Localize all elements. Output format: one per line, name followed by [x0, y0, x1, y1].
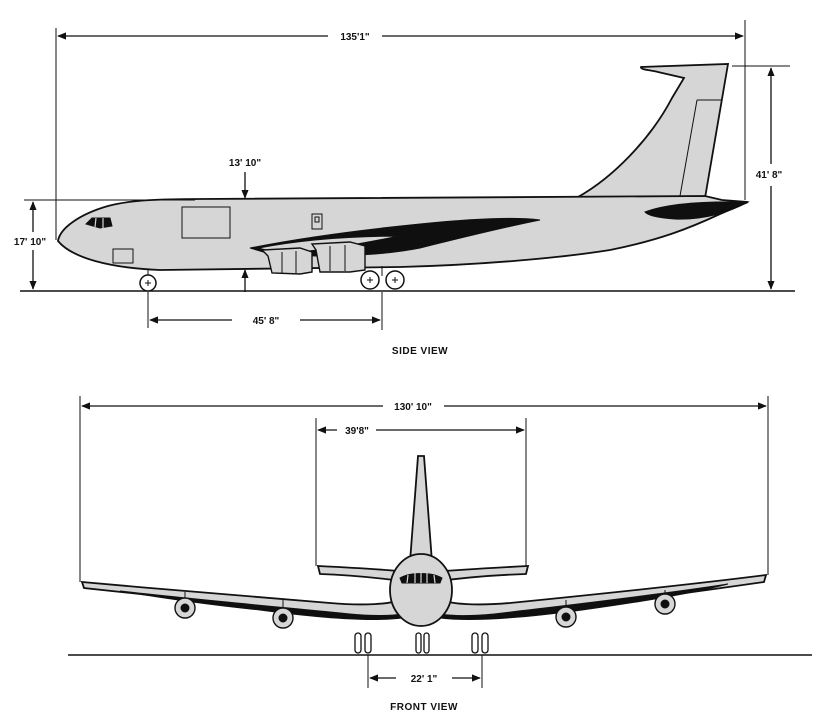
front-landing-gear	[354, 632, 489, 654]
cockpit-windows	[85, 217, 113, 229]
forward-door	[112, 248, 134, 264]
front-wing-left	[80, 580, 403, 620]
engine-outer-left	[174, 592, 196, 619]
gear-track-label: 22' 1"	[411, 674, 438, 685]
length-dimension: 135'1"	[55, 20, 746, 240]
front-fin	[409, 455, 433, 563]
wheelbase-dimension: 45' 8"	[147, 292, 383, 330]
fuselage-top-marker: 13' 10"	[229, 158, 261, 292]
gear-track-dimension: 22' 1"	[367, 655, 483, 688]
rudder-line	[679, 99, 698, 197]
fuselage-height-dimension: 17' 10"	[14, 199, 195, 290]
front-fuselage	[389, 553, 453, 627]
tailplane-span-dimension: 39'8"	[315, 418, 527, 566]
tailplane-span-label: 39'8"	[345, 426, 369, 437]
fuselage-top-label: 13' 10"	[229, 158, 261, 169]
fuselage-height-label: 17' 10"	[14, 237, 46, 248]
front-wing-right	[439, 573, 768, 620]
wingspan-dimension: 130' 10"	[79, 396, 769, 582]
side-view-caption: SIDE VIEW	[392, 346, 448, 357]
exit-window	[314, 216, 320, 223]
front-view-caption: FRONT VIEW	[390, 702, 458, 713]
front-view: 130' 10" 39'8" 22' 1" FRONT VIEW	[68, 396, 812, 713]
engine-inner-right	[555, 600, 577, 628]
wingspan-label: 130' 10"	[394, 402, 432, 413]
vertical-stabilizer	[574, 63, 730, 199]
side-engines	[260, 241, 366, 275]
engine-inner-left	[272, 600, 294, 629]
side-landing-gear	[139, 266, 405, 292]
wheelbase-label: 45' 8"	[253, 316, 280, 327]
tail-height-label: 41' 8"	[756, 170, 783, 181]
front-engines	[174, 590, 676, 629]
tail-height-dimension: 41' 8"	[732, 65, 790, 290]
side-view: 135'1" 41' 8" 17' 10" 13' 10"	[14, 20, 795, 357]
emergency-exit	[311, 213, 323, 230]
engine-outer-right	[654, 590, 676, 615]
cargo-door	[181, 206, 231, 239]
length-label: 135'1"	[340, 32, 370, 43]
